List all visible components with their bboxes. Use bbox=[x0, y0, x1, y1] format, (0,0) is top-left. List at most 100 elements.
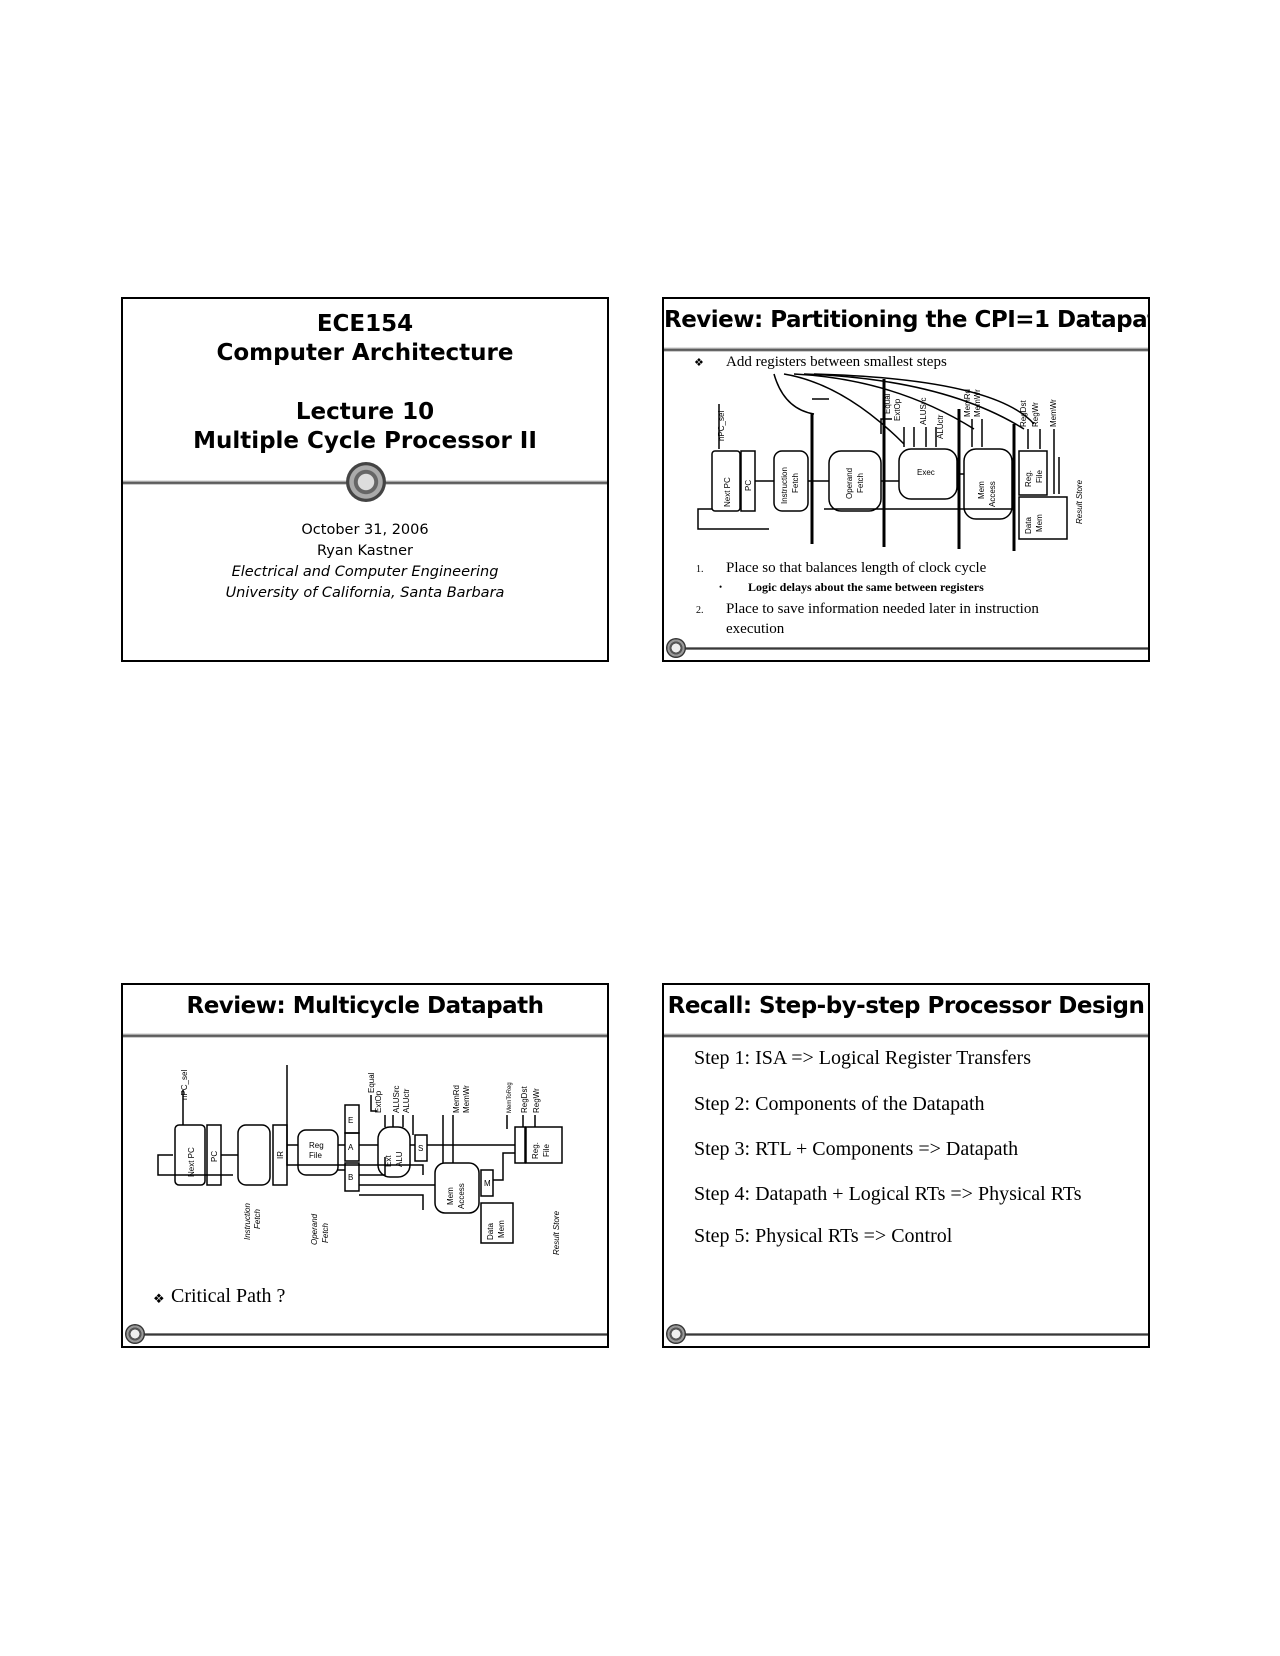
header-rule bbox=[664, 347, 1148, 352]
access-label: Access bbox=[457, 1183, 466, 1209]
equal-label: Equal bbox=[883, 393, 892, 414]
b-label: B bbox=[348, 1173, 353, 1182]
result-store-label: Result Store bbox=[1075, 479, 1084, 524]
item1-number: 1. bbox=[696, 564, 704, 575]
step-4: Step 4: Datapath + Logical RTs => Physic… bbox=[694, 1183, 1082, 1205]
instruction-label: Instruction bbox=[243, 1203, 252, 1240]
item2-text: Place to save information needed later i… bbox=[726, 601, 1039, 617]
footer-rule bbox=[682, 647, 1148, 650]
seal-icon bbox=[666, 638, 686, 658]
slide-header: Review: Partitioning the CPI=1 Datapath bbox=[664, 299, 1148, 351]
exec-label: Exec bbox=[917, 468, 935, 477]
step-3: Step 3: RTL + Components => Datapath bbox=[694, 1138, 1019, 1160]
alusrc-label: ALUSrc bbox=[392, 1085, 401, 1113]
step-2: Step 2: Components of the Datapath bbox=[694, 1093, 985, 1115]
alu-label: ALU bbox=[395, 1151, 404, 1167]
m-label: M bbox=[484, 1179, 491, 1188]
reg2-label: Reg. bbox=[531, 1142, 540, 1159]
item2-number: 2. bbox=[696, 605, 704, 616]
sub1-text: Logic delays about the same between regi… bbox=[748, 580, 984, 594]
header-rule bbox=[123, 1033, 607, 1038]
memrd-label: MemRd bbox=[963, 389, 972, 417]
bullet-text: Add registers between smallest steps bbox=[726, 354, 947, 370]
file-label: File bbox=[309, 1151, 322, 1160]
pc-label: PC bbox=[744, 480, 753, 491]
operand-fetch-label: Fetch bbox=[856, 473, 865, 493]
lecture-number: Lecture 10 bbox=[295, 399, 435, 425]
operand-label: Operand bbox=[845, 468, 854, 499]
data-mem-label: Mem bbox=[1035, 514, 1044, 532]
regdst-label: RegDst bbox=[520, 1086, 529, 1113]
slide-header: Review: Multicycle Datapath bbox=[123, 985, 607, 1037]
slide-partitioning: Review: Partitioning the CPI=1 Datapath … bbox=[662, 297, 1150, 662]
ir-label: IR bbox=[276, 1151, 285, 1159]
npc-sel-label: nPC_sel bbox=[717, 411, 726, 441]
operand-label: Operand bbox=[310, 1213, 319, 1245]
sub-bullet-icon: • bbox=[719, 582, 723, 592]
operand-fetch-label: Fetch bbox=[321, 1222, 330, 1243]
pc-label: PC bbox=[210, 1151, 219, 1162]
e-label: E bbox=[348, 1116, 353, 1125]
regdst-label: RegDst bbox=[1019, 400, 1028, 427]
aluctr-label: ALUctr bbox=[936, 414, 945, 439]
equal-label: Equal bbox=[367, 1072, 376, 1093]
slide-header: Recall: Step-by-step Processor Design bbox=[664, 985, 1148, 1037]
a-label: A bbox=[348, 1143, 354, 1152]
npc-sel-label: nPC_sel bbox=[180, 1070, 189, 1100]
department: Electrical and Computer Engineering bbox=[231, 564, 499, 580]
course-name: Computer Architecture bbox=[216, 340, 514, 366]
slide-title: ECE154 Computer Architecture Lecture 10 … bbox=[121, 297, 609, 662]
bullet-icon: ❖ bbox=[153, 1291, 165, 1306]
result-store-label: Result Store bbox=[552, 1210, 561, 1255]
ext-label: Ext bbox=[384, 1155, 393, 1167]
footer-rule bbox=[141, 1333, 607, 1336]
course-code: ECE154 bbox=[316, 311, 414, 337]
university-seal-icon bbox=[346, 462, 386, 502]
data-label: Data bbox=[486, 1223, 495, 1240]
extop-label: ExtOp bbox=[374, 1090, 383, 1113]
s-label: S bbox=[418, 1144, 423, 1153]
slide-title: Review: Partitioning the CPI=1 Datapath bbox=[664, 307, 1150, 333]
pipeline-datapath-diagram: nPC_sel Next PC PC Instruction Fetch Ope… bbox=[697, 373, 1084, 551]
lecture-date: October 31, 2006 bbox=[301, 522, 429, 538]
seal-icon bbox=[666, 1324, 686, 1344]
step-1: Step 1: ISA => Logical Register Transfer… bbox=[694, 1047, 1031, 1069]
memwr-label: MemWr bbox=[462, 1085, 471, 1113]
university: University of California, Santa Barbara bbox=[225, 585, 505, 601]
seal-icon bbox=[125, 1324, 145, 1344]
instruction-label: Instruction bbox=[780, 467, 789, 504]
aluctr-label: ALUctr bbox=[402, 1088, 411, 1113]
data-label: Data bbox=[1024, 517, 1033, 534]
next-pc-label: Next PC bbox=[187, 1147, 196, 1177]
fetch-label: Fetch bbox=[791, 473, 800, 493]
mem-label: Mem bbox=[446, 1187, 455, 1205]
file2-label: File bbox=[542, 1144, 551, 1157]
file-label: File bbox=[1035, 470, 1044, 483]
item2-text-cont: execution bbox=[726, 621, 785, 637]
alusrc-label: ALUSrc bbox=[919, 397, 928, 425]
mem-label: Mem bbox=[977, 481, 986, 499]
next-pc-label: Next PC bbox=[723, 477, 732, 507]
regwr-label: RegWr bbox=[1031, 402, 1040, 427]
memrd-label: MemRd bbox=[452, 1085, 461, 1113]
memwr-label: MemWr bbox=[973, 389, 982, 417]
item1-text: Place so that balances length of clock c… bbox=[726, 560, 987, 576]
header-rule bbox=[664, 1033, 1148, 1038]
extop-label: ExtOp bbox=[893, 398, 902, 421]
multicycle-datapath-diagram: nPC_sel Next PC PC IR Reg File E A B Equ… bbox=[157, 1065, 563, 1255]
reg-label: Reg. bbox=[1024, 470, 1033, 487]
slide-title: Recall: Step-by-step Processor Design bbox=[667, 993, 1145, 1019]
footer-rule bbox=[682, 1333, 1148, 1336]
author-name: Ryan Kastner bbox=[317, 543, 413, 559]
reg-label: Reg bbox=[309, 1141, 324, 1150]
slide-step-by-step: Recall: Step-by-step Processor Design St… bbox=[662, 983, 1150, 1348]
bullet-text: Critical Path ? bbox=[171, 1285, 286, 1307]
memtoreg-label: MemToReg bbox=[507, 1082, 513, 1113]
access-label: Access bbox=[988, 481, 997, 507]
data-mem-label: Mem bbox=[497, 1220, 506, 1238]
regwr-label: RegWr bbox=[532, 1088, 541, 1113]
bullet-icon: ❖ bbox=[694, 357, 704, 369]
slide-title: Review: Multicycle Datapath bbox=[186, 993, 545, 1019]
step-5: Step 5: Physical RTs => Control bbox=[694, 1225, 953, 1247]
lecture-title: Multiple Cycle Processor II bbox=[193, 428, 537, 454]
